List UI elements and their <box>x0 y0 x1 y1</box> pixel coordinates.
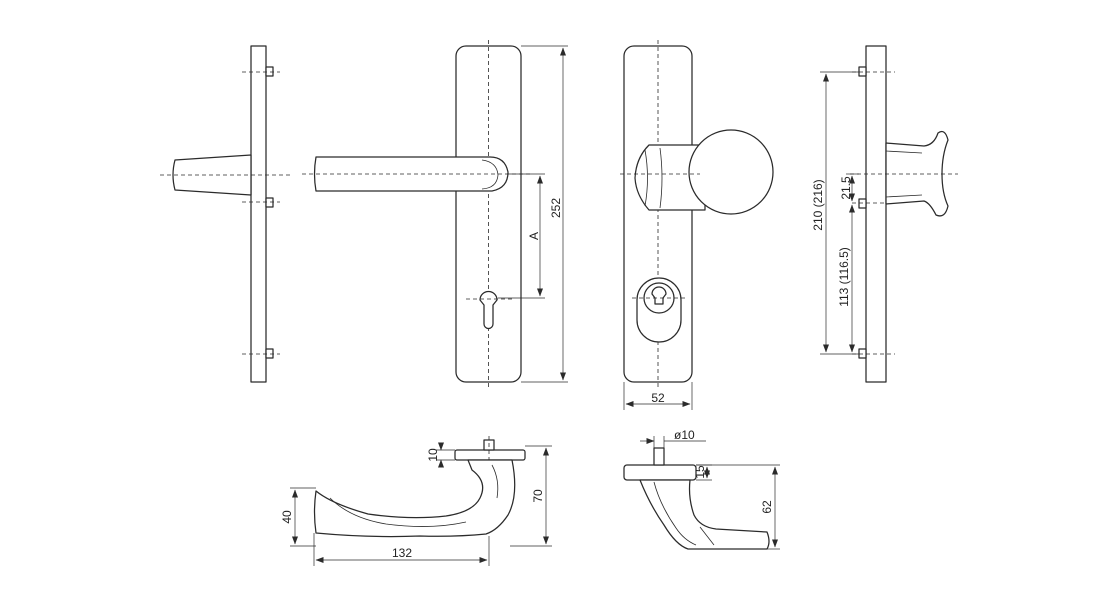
front-view-lever: A 252 <box>302 40 568 390</box>
dimension-label-hole-offset: 21.5 <box>839 176 853 200</box>
top-view-knob: ø10 15 62 <box>623 428 780 550</box>
dimension-label-handle-drop: 40 <box>280 510 294 524</box>
dimension-label-plate-width: 52 <box>651 391 665 405</box>
dimension-label-hole-spacing-total: 210 (216) <box>811 179 825 230</box>
dimension-label-rose-thickness: 15 <box>693 465 707 479</box>
side-view-knob: 210 (216) 21.5 113 (116.5) <box>811 45 958 383</box>
dimension-label-rose-height: 10 <box>426 448 440 462</box>
dimension-label-knob-height: 62 <box>760 500 774 514</box>
dimension-label-a: A <box>527 232 541 240</box>
dimension-label-plate-height: 252 <box>549 198 563 218</box>
front-view-knob: 52 <box>620 40 774 410</box>
dimension-label-handle-length: 132 <box>392 546 412 560</box>
dimension-label-handle-height: 70 <box>531 489 545 503</box>
dimension-label-spindle-diameter: ø10 <box>674 428 695 442</box>
top-view-lever: 10 40 70 132 <box>280 436 552 566</box>
dimension-label-hole-spacing-lower: 113 (116.5) <box>837 247 851 307</box>
side-view-lever <box>160 45 290 383</box>
